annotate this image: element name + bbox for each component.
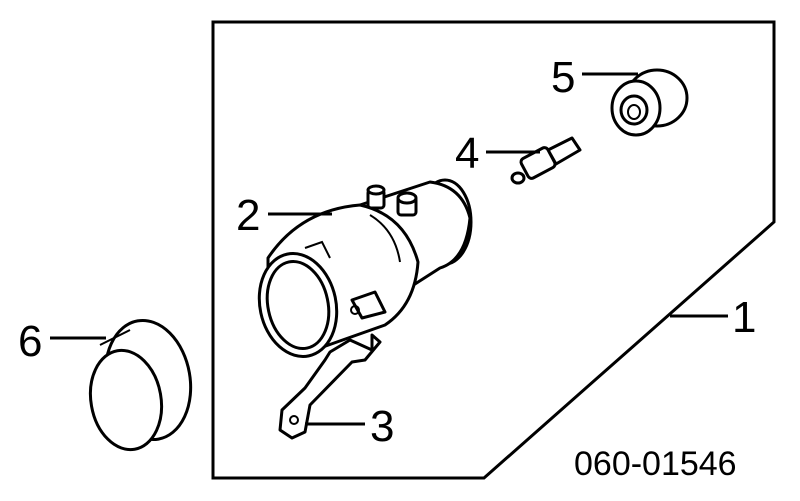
callout-4: 4 — [455, 129, 479, 178]
part-5-grommet — [610, 68, 689, 137]
callout-2: 2 — [236, 191, 260, 240]
part-2-housing — [257, 178, 473, 358]
callout-5: 5 — [551, 53, 575, 102]
part-3-bracket — [278, 333, 382, 440]
assembly-frame — [211, 20, 776, 480]
part-6-cap — [88, 318, 193, 452]
callout-6: 6 — [18, 317, 42, 366]
part-4-bulb — [510, 136, 582, 185]
callout-1: 1 — [732, 293, 756, 342]
part-number: 060-01546 — [574, 445, 737, 483]
callout-3: 3 — [370, 402, 394, 451]
